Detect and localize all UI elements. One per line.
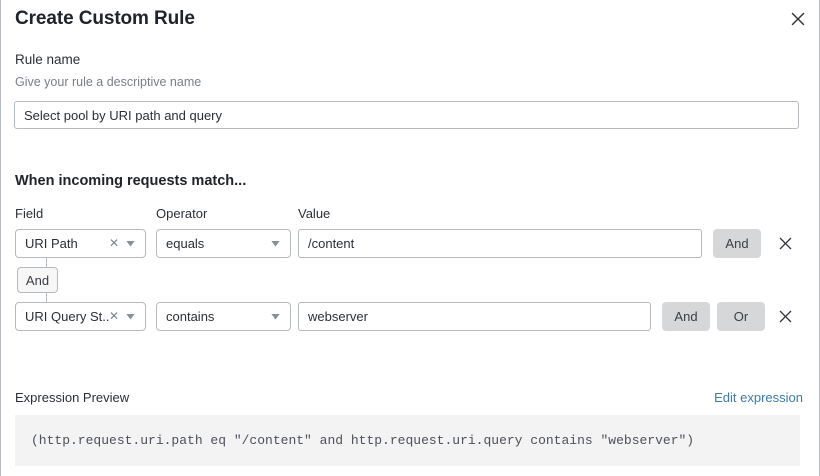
expression-preview-text: (http.request.uri.path eq "/content" and…	[31, 433, 695, 448]
delete-condition-button-2[interactable]	[774, 302, 796, 331]
match-section-heading: When incoming requests match...	[15, 173, 247, 189]
connector-and-badge[interactable]: And	[17, 267, 58, 293]
rule-name-help-text: Give your rule a descriptive name	[15, 75, 202, 89]
connector-line-bottom	[46, 293, 47, 302]
logic-and-button-1[interactable]: And	[713, 229, 761, 258]
operator-select-1[interactable]: equals	[156, 229, 291, 258]
logic-and-button-2[interactable]: And	[662, 302, 710, 331]
field-select-1[interactable]: URI Path ✕	[15, 229, 146, 258]
clear-icon[interactable]: ✕	[108, 236, 119, 250]
column-header-operator: Operator	[156, 206, 208, 221]
expression-preview-label: Expression Preview	[15, 390, 130, 405]
expression-preview-box: (http.request.uri.path eq "/content" and…	[15, 415, 800, 466]
field-select-1-value: URI Path	[25, 236, 78, 251]
logic-or-button-2[interactable]: Or	[717, 302, 765, 331]
operator-select-2-value: contains	[166, 309, 215, 324]
close-icon[interactable]	[785, 6, 811, 32]
condition-row: URI Path ✕ equals And	[1, 229, 819, 259]
column-header-field: Field	[15, 206, 44, 221]
close-icon	[779, 237, 791, 250]
operator-select-1-value: equals	[166, 236, 205, 251]
clear-icon[interactable]: ✕	[108, 309, 119, 323]
chevron-down-icon[interactable]	[271, 313, 280, 320]
delete-condition-button-1[interactable]	[774, 229, 796, 258]
value-input-1[interactable]	[298, 229, 702, 258]
rule-name-input[interactable]	[14, 101, 799, 129]
close-icon-glyph	[791, 12, 805, 26]
chevron-down-icon[interactable]	[126, 240, 135, 247]
chevron-down-icon[interactable]	[126, 313, 135, 320]
connector-line-top	[46, 258, 47, 267]
condition-row: URI Query St... ✕ contains And Or	[1, 302, 819, 332]
chevron-down-icon[interactable]	[271, 240, 280, 247]
condition-connector: And	[15, 258, 135, 306]
rule-name-label: Rule name	[15, 52, 81, 67]
field-select-2-value: URI Query St...	[25, 309, 109, 324]
close-icon	[779, 310, 791, 323]
operator-select-2[interactable]: contains	[156, 302, 291, 331]
column-header-value: Value	[298, 206, 331, 221]
value-input-2[interactable]	[298, 302, 651, 331]
edit-expression-link[interactable]: Edit expression	[714, 390, 803, 405]
page-title: Create Custom Rule	[15, 8, 195, 29]
field-select-2[interactable]: URI Query St... ✕	[15, 302, 146, 331]
